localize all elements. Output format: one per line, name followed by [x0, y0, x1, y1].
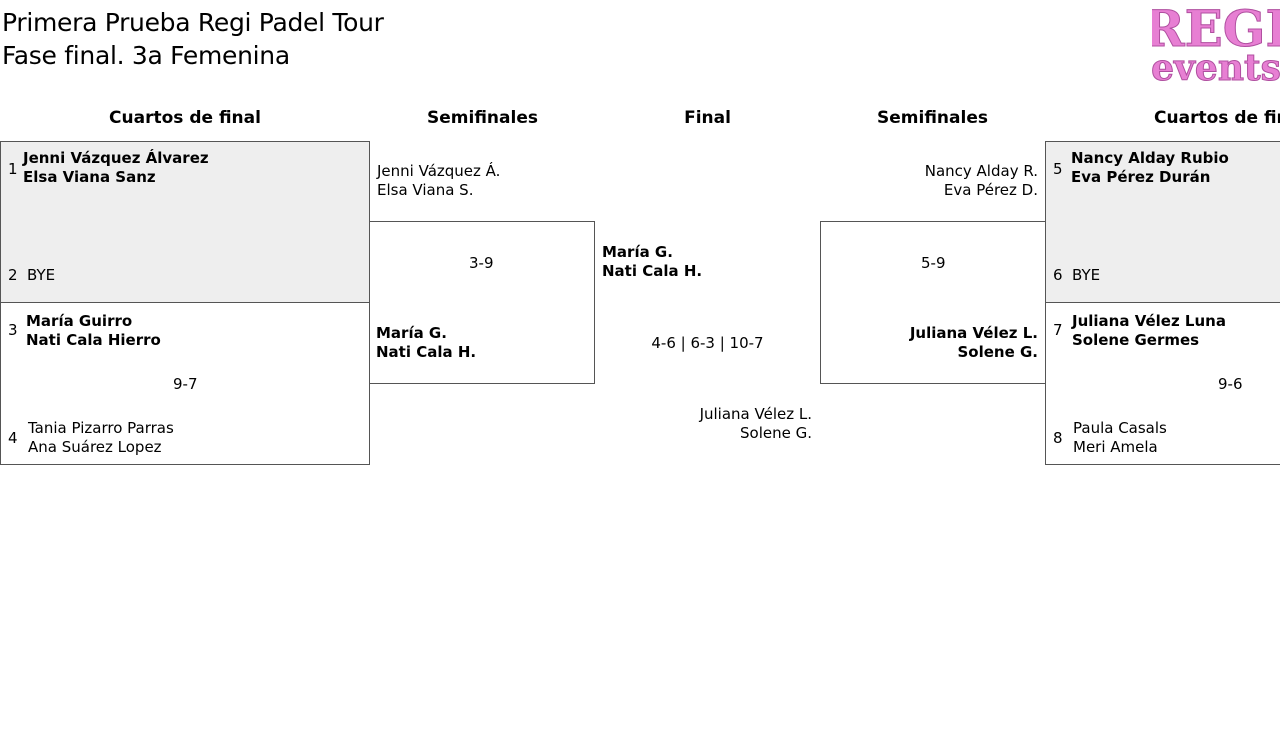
seed-number: 4 — [8, 429, 18, 447]
match-score: 9-6 — [1218, 375, 1243, 393]
seed-number: 2 — [8, 266, 18, 284]
semi-team-player: Jenni Vázquez Á. — [377, 162, 501, 180]
match-score: 9-7 — [173, 375, 198, 393]
final-score: 4-6 | 6-3 | 10-7 — [651, 334, 764, 352]
team-player: Paula Casals — [1073, 419, 1167, 437]
seed-number: 7 — [1053, 321, 1063, 339]
final-team-player: María G. — [602, 243, 673, 261]
team-player: Jenni Vázquez Álvarez — [23, 149, 209, 167]
left-quarter-match-1[interactable]: 1 Jenni Vázquez Álvarez Elsa Viana Sanz … — [0, 141, 370, 303]
round-header-final: Final — [684, 108, 731, 128]
final-team-player: Juliana Vélez L. — [699, 405, 812, 423]
right-semi-match[interactable]: 5-9 Juliana Vélez L. Solene G. — [820, 221, 1046, 384]
team-player: Juliana Vélez Luna — [1072, 312, 1226, 330]
seed-number: 5 — [1053, 160, 1063, 178]
team-player: Ana Suárez Lopez — [28, 438, 162, 456]
round-header-right-semis: Semifinales — [877, 108, 988, 128]
semi-team-player: Elsa Viana S. — [377, 181, 474, 199]
seed-number: 8 — [1053, 429, 1063, 447]
regi-events-logo: REGI events — [1152, 0, 1280, 84]
team-player: Nati Cala Hierro — [26, 331, 161, 349]
svg-text:events: events — [1152, 47, 1280, 84]
seed-number: 1 — [8, 160, 18, 178]
svg-text:REGI: REGI — [1152, 0, 1280, 58]
right-quarter-match-2[interactable]: 7 Juliana Vélez Luna Solene Germes 9-6 8… — [1045, 302, 1280, 465]
team-player: Elsa Viana Sanz — [23, 168, 156, 186]
round-header-left-semis: Semifinales — [427, 108, 538, 128]
left-quarter-match-2[interactable]: 3 María Guirro Nati Cala Hierro 9-7 4 Ta… — [0, 302, 370, 465]
seed-number: 3 — [8, 321, 18, 339]
round-header-right-quarters: Cuartos de final — [1154, 108, 1280, 128]
page-title: Primera Prueba Regi Padel Tour — [2, 8, 384, 37]
page-subtitle: Fase final. 3a Femenina — [2, 41, 290, 70]
round-header-left-quarters: Cuartos de final — [109, 108, 261, 128]
match-score: 5-9 — [921, 254, 946, 272]
semi-team-player: María G. — [376, 324, 447, 342]
left-semi-match[interactable]: 3-9 María G. Nati Cala H. — [369, 221, 595, 384]
team-player: Nancy Alday Rubio — [1071, 149, 1229, 167]
semi-team-player: Eva Pérez D. — [943, 181, 1038, 199]
team-player: Meri Amela — [1073, 438, 1158, 456]
team-player: Solene Germes — [1072, 331, 1200, 349]
semi-team-player: Nati Cala H. — [376, 343, 477, 361]
team-player: Tania Pizarro Parras — [28, 419, 174, 437]
semi-team-player: Nancy Alday R. — [924, 162, 1038, 180]
final-team-player: Solene G. — [740, 424, 812, 442]
semi-team-player: Solene G. — [957, 343, 1038, 361]
semi-team-player: Juliana Vélez L. — [909, 324, 1038, 342]
right-quarter-match-1[interactable]: 5 Nancy Alday Rubio Eva Pérez Durán 6 BY… — [1045, 141, 1280, 303]
team-player: BYE — [1072, 266, 1101, 284]
right-quarters-region: Cuartos de final 5 Nancy Alday Rubio Eva… — [1045, 100, 1280, 480]
team-player: María Guirro — [26, 312, 133, 330]
seed-number: 6 — [1053, 266, 1063, 284]
team-player: Eva Pérez Durán — [1071, 168, 1211, 186]
team-player: BYE — [27, 266, 56, 284]
match-score: 3-9 — [469, 254, 494, 272]
final-team-player: Nati Cala H. — [602, 262, 703, 280]
